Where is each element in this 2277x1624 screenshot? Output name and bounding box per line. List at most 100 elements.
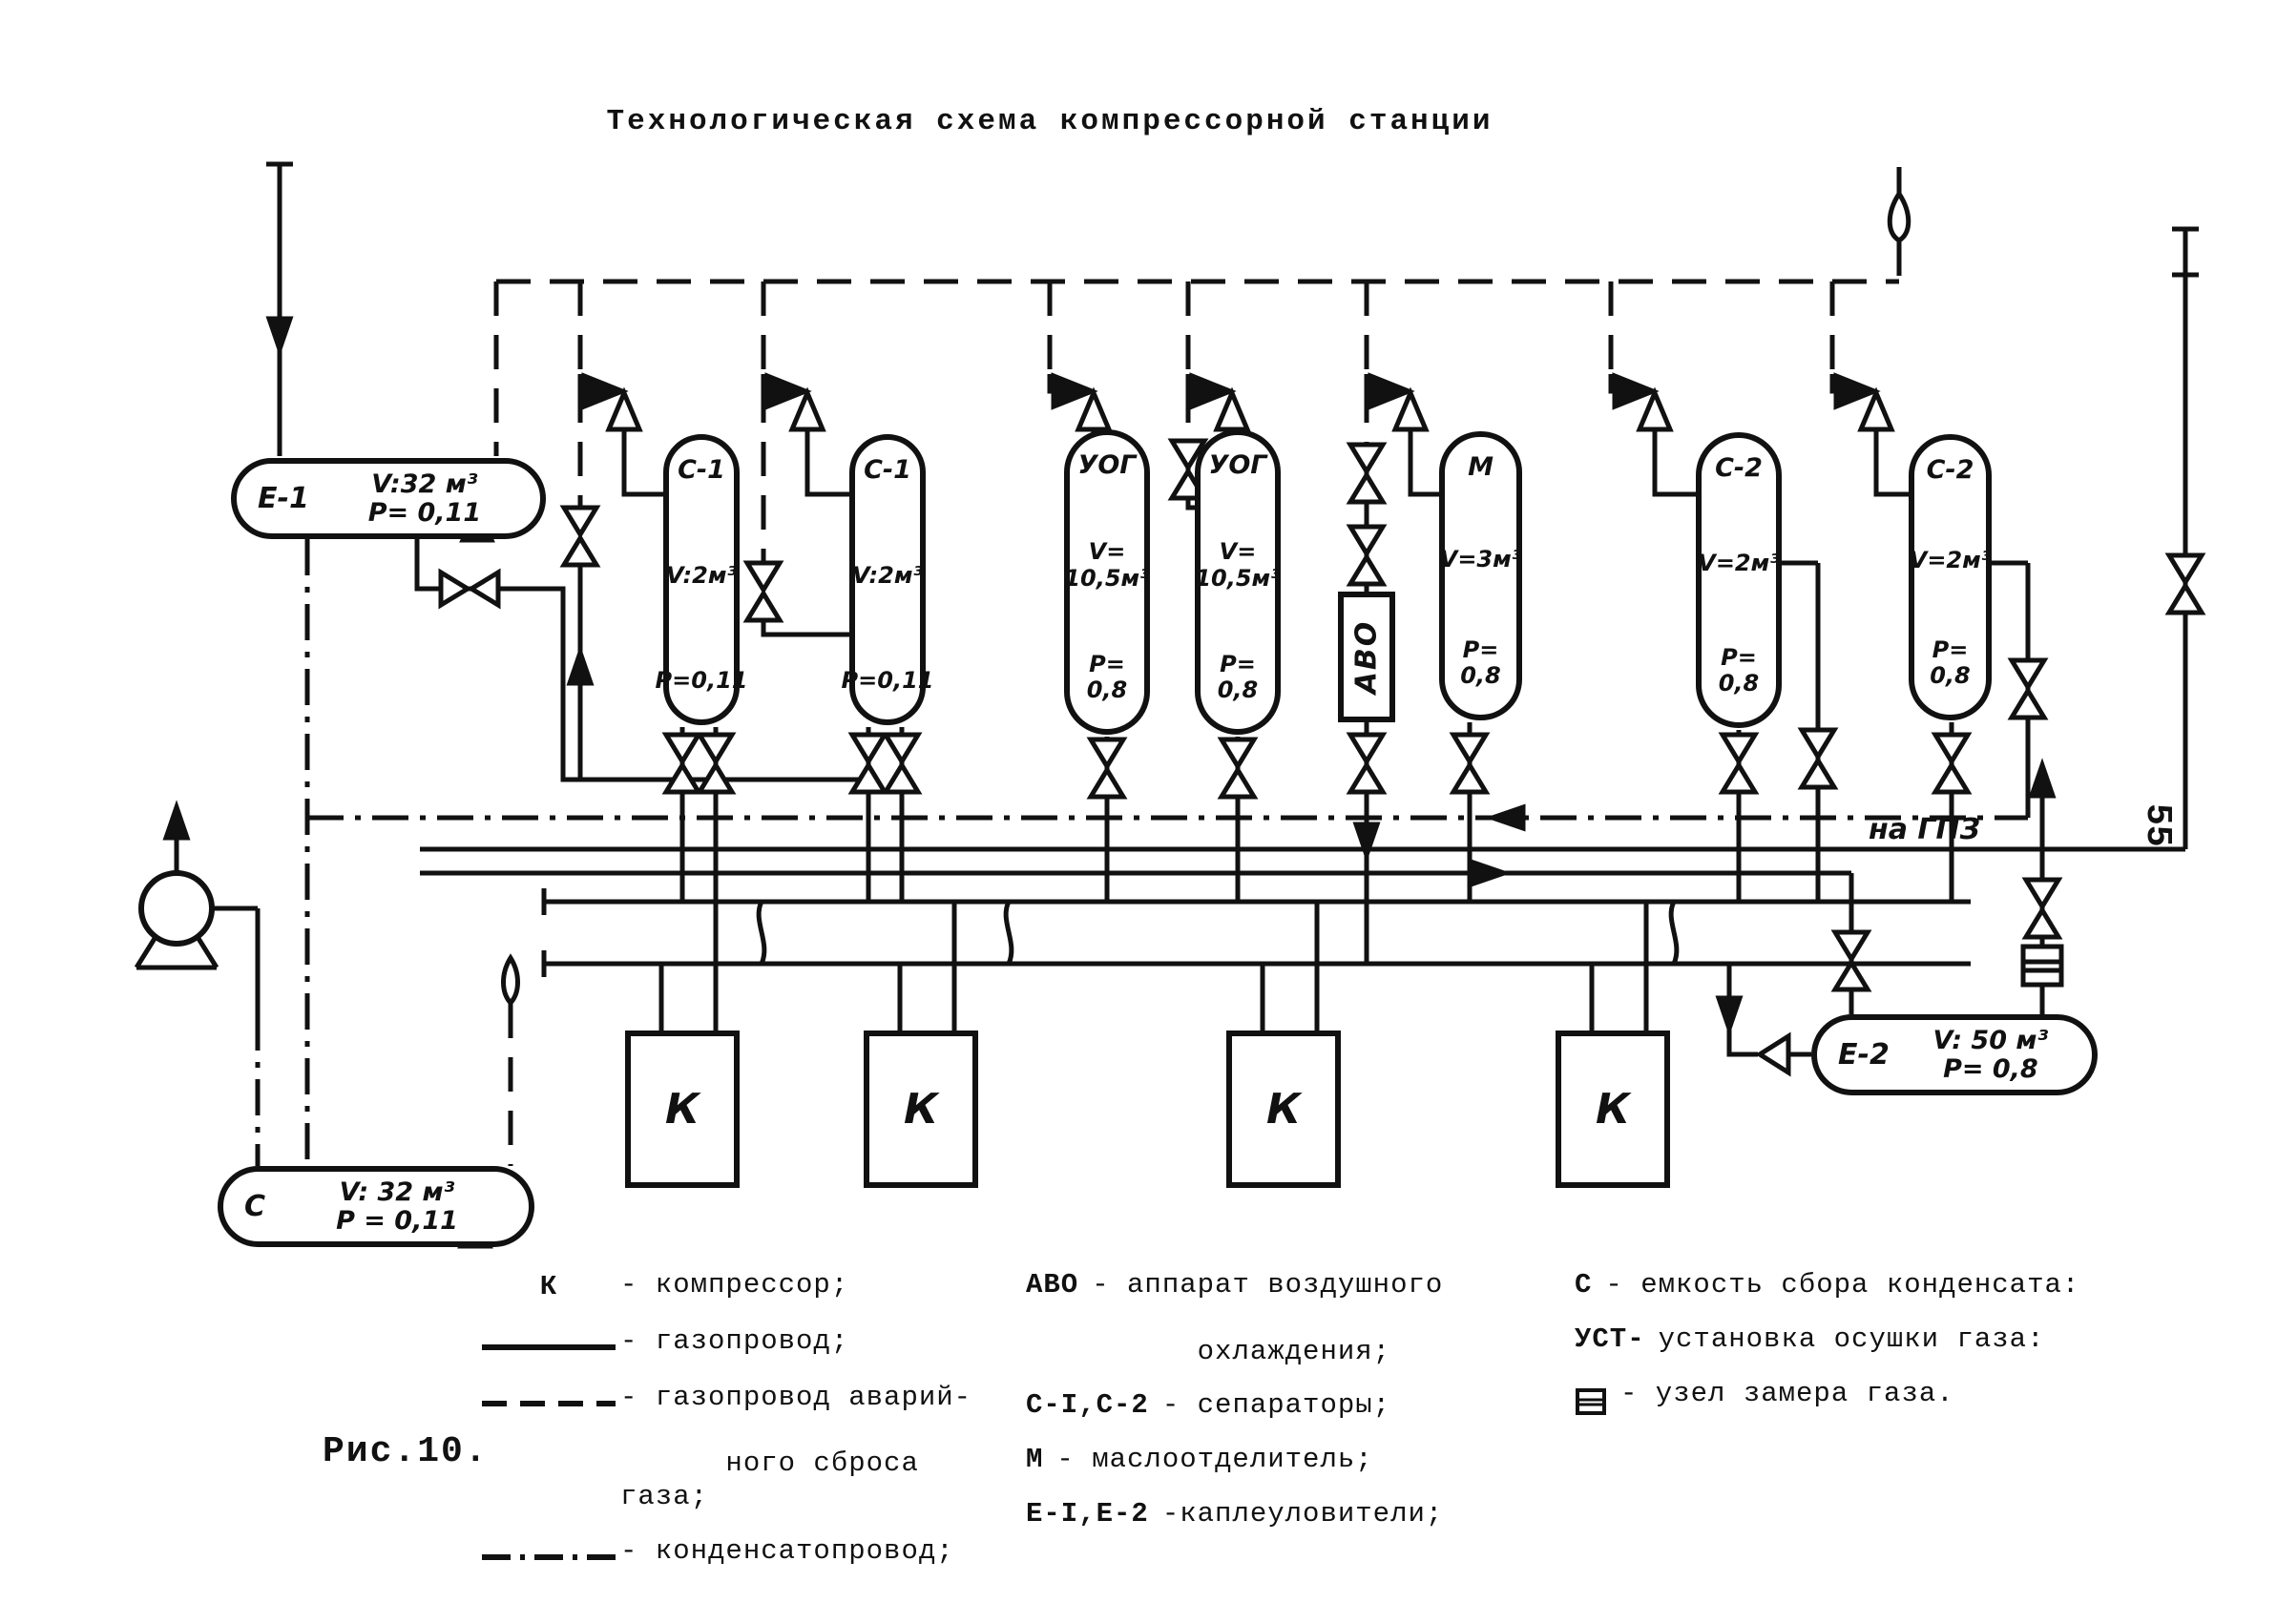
legend-item-gas-drying: УСТ- установка осушки газа: (1575, 1322, 2045, 1355)
valve-icon (2007, 686, 2049, 720)
valve-icon (1086, 765, 1128, 800)
valve-icon (1449, 732, 1491, 766)
vessel-c2a: С-2 V=2м³ P= 0,8 (1696, 432, 1782, 728)
legend-column-3: С - емкость сбора конденсата: УСТ- устан… (1575, 1269, 2243, 1437)
legend-item-compressor: К - компрессор; (477, 1269, 1012, 1304)
legend-column-1: К - компрессор; - газопровод; - газопров… (477, 1269, 1012, 1592)
valve-icon (559, 533, 601, 568)
vessel-e2: Е-2 V: 50 м³ P= 0,8 (1811, 1014, 2098, 1095)
vessel-c-pressure: P = 0,11 (336, 1205, 458, 1236)
valve-icon (1167, 438, 1209, 472)
vessel-e1: Е-1 V:32 м³ P= 0,11 (231, 458, 546, 539)
check-valve-icon (1755, 1031, 1791, 1077)
valve-icon (2164, 552, 2206, 587)
vessel-e2-name: Е-2 (1838, 1038, 1890, 1072)
safety-valve-icon (1612, 372, 1660, 410)
solid-line-icon (482, 1344, 616, 1351)
valve-icon (847, 760, 889, 795)
gas-pipelines (134, 161, 2199, 1057)
safety-valve-icon (1189, 372, 1237, 410)
valve-icon (1346, 552, 1388, 587)
vessel-uog2: УОГ V= 10,5м³ P= 0,8 (1195, 429, 1281, 735)
valve-icon (742, 560, 784, 594)
compressor-4: К (1556, 1031, 1670, 1188)
valve-icon (1086, 737, 1128, 771)
valve-icon (438, 568, 472, 610)
valve-icon (1797, 727, 1839, 761)
legend-item-condensate-tank: С - емкость сбора конденсата: (1575, 1269, 2080, 1301)
valve-icon (1718, 732, 1760, 766)
safety-valve-icon (764, 372, 812, 410)
flow-arrow-icon (162, 800, 191, 841)
page-number: 55 (2137, 803, 2178, 847)
safety-valve-icon (1857, 386, 1895, 432)
legend-column-2: АВО - аппарат воздушного охлаждения; С-I… (1026, 1269, 1560, 1552)
safety-valve-icon (605, 386, 643, 432)
legend-item-separators: С-I,С-2 - сепараторы; (1026, 1389, 1391, 1422)
valve-icon (1346, 732, 1388, 766)
condensate-pipelines (255, 539, 2028, 1166)
legend-item-avo: АВО - аппарат воздушного охлаждения; (1026, 1269, 1444, 1367)
flow-arrow-icon (1471, 859, 1512, 887)
vessel-c2b: С-2 V=2м³ P= 0,8 (1909, 434, 1992, 720)
dashed-line-icon (482, 1400, 616, 1406)
valve-icon (1346, 470, 1388, 505)
valve-icon (1346, 760, 1388, 795)
valve-icon (1830, 929, 1872, 964)
safety-valve-icon (1213, 386, 1251, 432)
drain-funnel-icon (501, 953, 520, 1007)
safety-valve-icon (1051, 372, 1098, 410)
safety-valve-icon (788, 386, 826, 432)
vessel-c1a: С-1 V:2м³ P=0,11 (656, 434, 747, 725)
vessel-c: С V: 32 м³ P = 0,11 (218, 1166, 534, 1247)
valve-icon (1931, 732, 1973, 766)
legend-item-emergency-line: - газопровод аварий- ного сброса газа; (477, 1382, 1012, 1514)
compressor-2: К (864, 1031, 978, 1188)
safety-valve-icon (581, 372, 629, 410)
valve-icon (695, 760, 737, 795)
safety-valve-icon (1833, 372, 1881, 410)
legend-item-gas-meter: - узел замера газа. (1575, 1378, 2243, 1416)
valve-icon (1449, 760, 1491, 795)
flow-arrow-icon (566, 645, 595, 686)
vessel-m: М V=3м³ P= 0,8 (1439, 431, 1522, 720)
vessel-e1-volume: V:32 м³ (371, 468, 478, 499)
vessel-c-name: С (244, 1190, 266, 1223)
valve-icon (695, 732, 737, 766)
vessel-avo-name: АВО (1349, 619, 1384, 695)
flare-icon (1887, 189, 1911, 243)
valve-icon (2007, 657, 2049, 692)
flow-arrow-icon (1352, 822, 1381, 863)
valve-icon (1346, 524, 1388, 558)
vessel-c1b: С-1 V:2м³ P=0,11 (842, 434, 933, 725)
valve-icon (847, 732, 889, 766)
valve-icon (1346, 442, 1388, 476)
valve-icon (559, 505, 601, 539)
legend-item-drop-catchers: Е-I,Е-2 -каплеуловители; (1026, 1497, 1444, 1530)
valve-icon (2021, 877, 2063, 911)
gas-meter-icon (2020, 944, 2064, 988)
pump-icon (138, 870, 215, 947)
valve-icon (1718, 760, 1760, 795)
safety-valve-icon (1368, 372, 1415, 410)
safety-valve-icon (1636, 386, 1674, 432)
vessel-e2-volume: V: 50 м³ (1932, 1025, 2049, 1055)
legend-item-condensate-line: - конденсатопровод; (477, 1535, 1012, 1571)
dashdot-line-icon (482, 1554, 616, 1561)
diagram-title: Технологическая схема компрессорной стан… (606, 105, 1494, 138)
valve-icon (661, 732, 703, 766)
valve-icon (2164, 581, 2206, 615)
to-gpz-label: на ГПЗ (1869, 813, 1980, 846)
valve-icon (1931, 760, 1973, 795)
valve-icon (742, 589, 784, 623)
valve-icon (1217, 765, 1259, 800)
vessel-uog1: УОГ V= 10,5м³ P= 0,8 (1064, 429, 1150, 735)
flow-arrow-icon (265, 316, 294, 357)
safety-valve-icon (1075, 386, 1113, 432)
legend-item-gas-line: - газопровод; (477, 1325, 1012, 1361)
valve-icon (1797, 756, 1839, 790)
valve-icon (881, 732, 923, 766)
compressor-3: К (1226, 1031, 1341, 1188)
